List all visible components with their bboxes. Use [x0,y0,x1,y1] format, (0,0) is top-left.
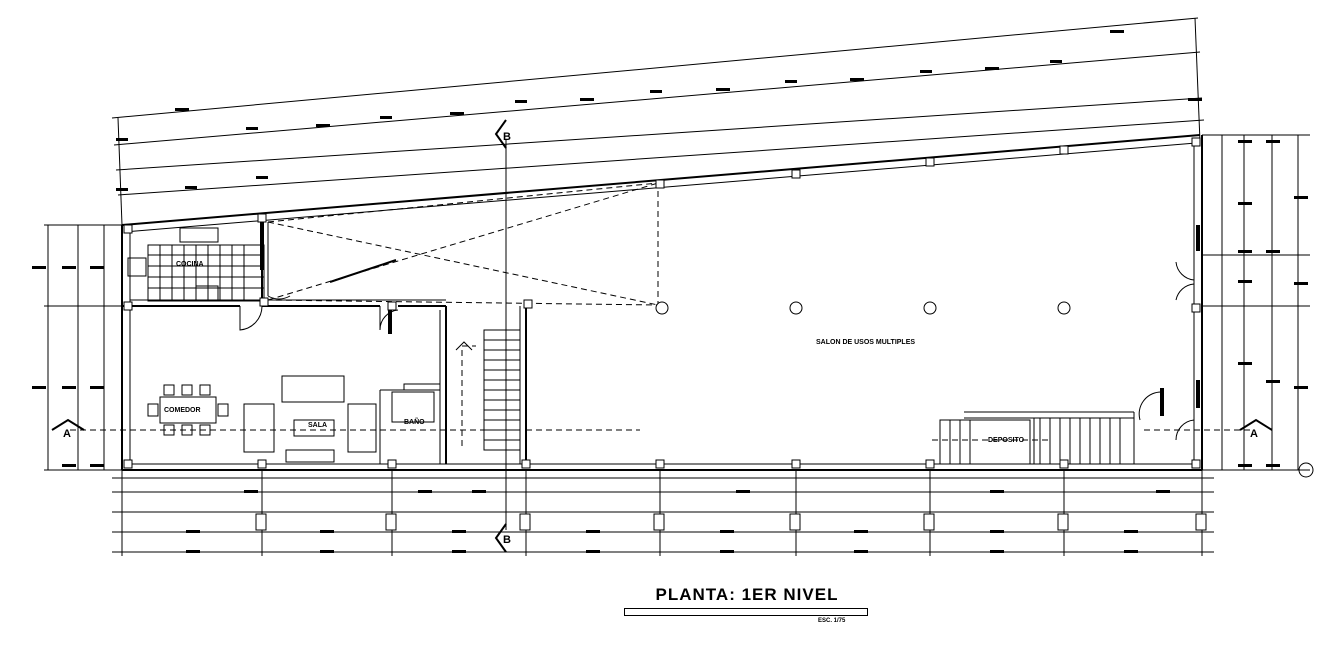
title-underline-bar [624,608,868,616]
section-a-right-label: A [1250,428,1258,440]
room-label-kitchen: COCINA [176,261,204,268]
drawing-scale: ESC. 1/75 [818,618,846,624]
drawing-title: PLANTA: 1ER NIVEL [655,585,839,604]
section-b-top-label: B [503,131,511,143]
doors [239,222,1200,441]
room-label-bath: BAÑO [404,417,425,426]
living-furniture [243,375,441,463]
right-dimension-lines [1202,134,1310,471]
section-b-bottom-label: B [503,534,511,546]
room-label-dining: COMEDOR [164,407,201,414]
main-stair [455,329,521,451]
top-dimension-lines [111,17,1205,226]
structural-columns [123,137,1201,469]
room-label-multipurpose: SALON DE USOS MULTIPLES [816,339,915,346]
kitchen-tiles [127,227,265,302]
bottom-dimension-lines [112,470,1214,556]
hall-columns [655,301,1071,315]
room-label-living: SALA [308,422,327,429]
room-label-storage: DEPOSITO [988,437,1025,444]
void-outline [267,182,659,306]
left-dimension-lines [32,224,122,471]
section-a-left-label: A [63,428,71,440]
rear-stair [932,418,1121,465]
section-lines [51,119,1314,553]
